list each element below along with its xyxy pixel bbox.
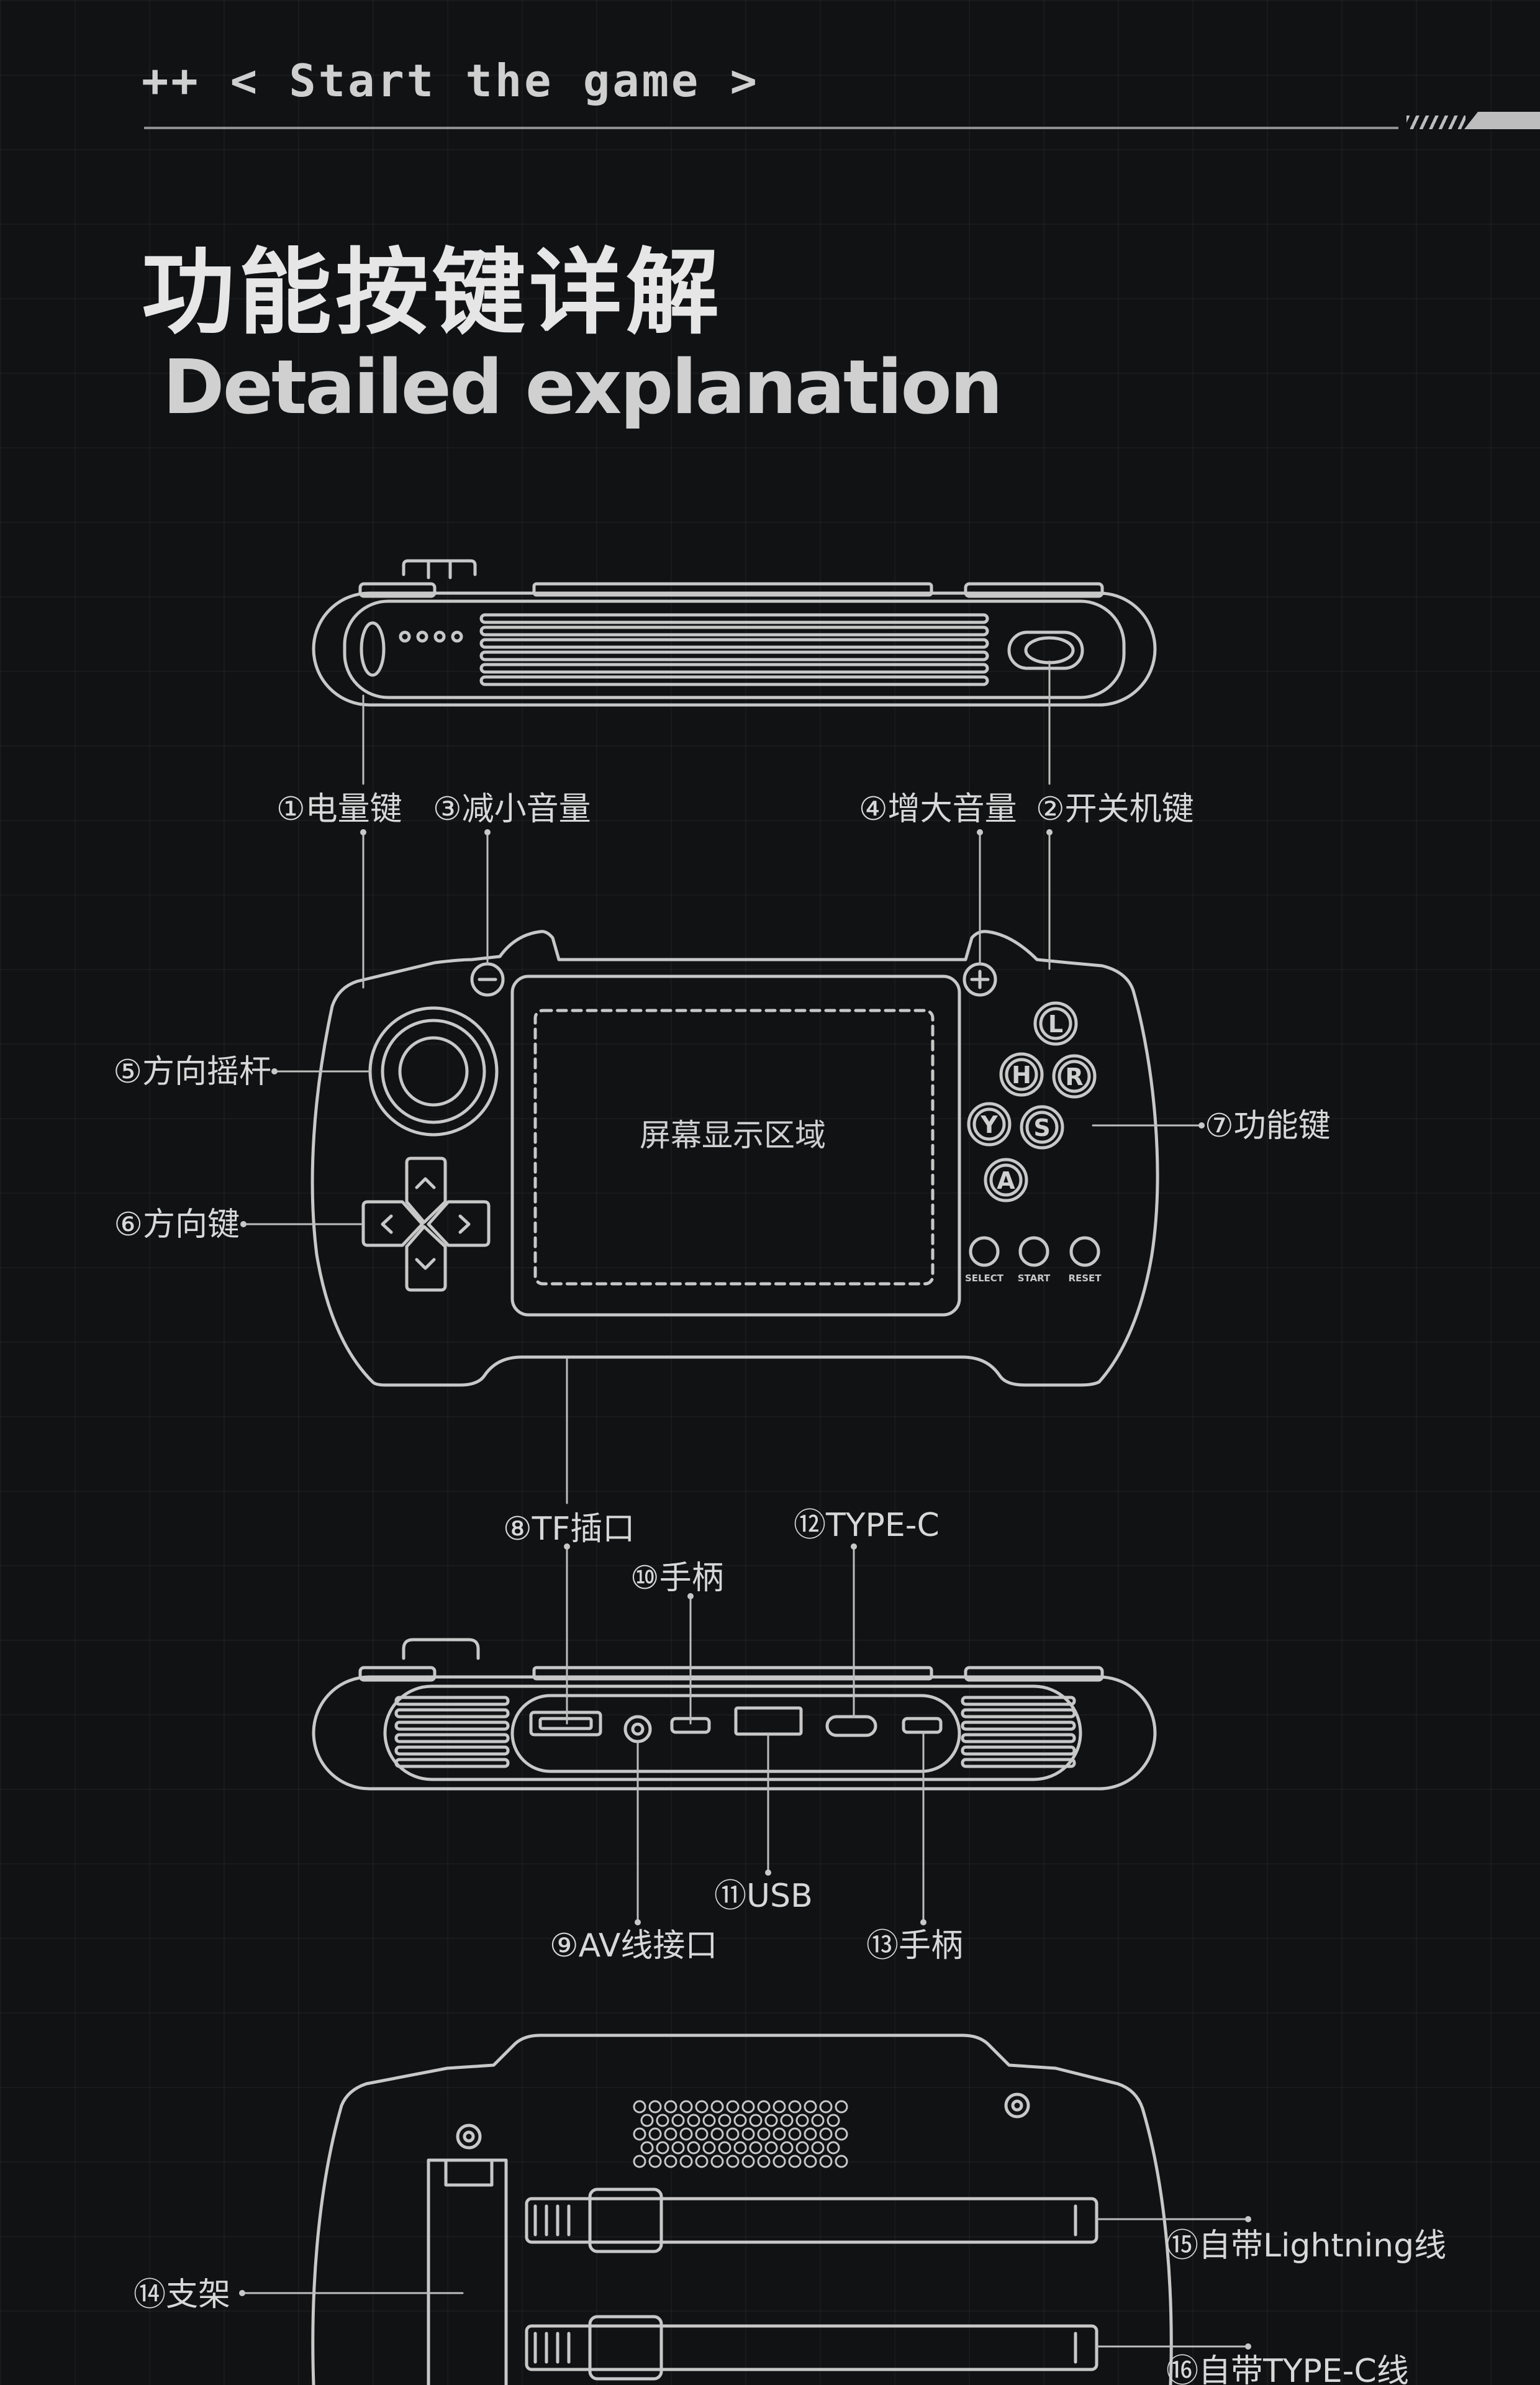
button-h[interactable]: H xyxy=(1012,1061,1031,1089)
front-view xyxy=(310,930,1159,1387)
label-tf-slot: ⑧TF插口 xyxy=(503,1510,635,1548)
start-button-label: START xyxy=(1018,1273,1051,1284)
leader-lines xyxy=(241,660,1249,2348)
label-controller-port-b: ⑬手柄 xyxy=(866,1927,963,1965)
label-power-level-key: ①电量键 xyxy=(276,791,402,828)
label-dpad: ⑥方向键 xyxy=(114,1206,240,1243)
header-divider xyxy=(144,127,1398,129)
top-nav: ++ < Start the game > xyxy=(142,55,759,107)
button-y[interactable]: Y xyxy=(980,1111,998,1138)
label-av-port: ⑨AV线接口 xyxy=(550,1927,717,1965)
face-button-letters: L H R Y S A xyxy=(980,1011,1083,1194)
label-joystick: ⑤方向摇杆 xyxy=(113,1053,271,1091)
reset-button-label: RESET xyxy=(1068,1273,1102,1284)
button-l[interactable]: L xyxy=(1048,1011,1063,1038)
plus-marks: ++ xyxy=(142,55,201,107)
divider-stripes xyxy=(1406,116,1465,129)
button-r[interactable]: R xyxy=(1065,1063,1083,1091)
screen-area-label: 屏幕显示区域 xyxy=(640,1117,826,1153)
label-stand: ⑭支架 xyxy=(134,2276,230,2314)
page-title-cn: 功能按键详解 xyxy=(142,239,723,347)
top-view xyxy=(312,559,1157,707)
label-power-switch: ②开关机键 xyxy=(1036,791,1194,828)
button-s[interactable]: S xyxy=(1033,1114,1050,1142)
select-button-label: SELECT xyxy=(965,1273,1004,1284)
bottom-view xyxy=(312,1638,1157,1791)
start-game-link[interactable]: < Start the game > xyxy=(230,55,759,107)
system-button-labels: SELECT START RESET xyxy=(965,1273,1102,1284)
speaker-grille xyxy=(633,2100,848,2168)
label-function-keys: ⑦功能键 xyxy=(1205,1107,1331,1145)
label-volume-up: ④增大音量 xyxy=(859,791,1017,828)
label-type-c: ⑫TYPE-C xyxy=(794,1507,940,1544)
back-view xyxy=(311,2033,1173,2385)
button-a[interactable]: A xyxy=(997,1167,1015,1194)
label-type-c-cable: ⑯自带TYPE-C线 xyxy=(1166,2353,1409,2385)
leader-dots xyxy=(239,829,1251,2350)
divider-tab xyxy=(1464,112,1540,129)
callout-labels: ①电量键 ③减小音量 ④增大音量 ②开关机键 ⑤方向摇杆 ⑥方向键 ⑦功能键 ⑧… xyxy=(113,791,1446,2385)
label-lightning-cable: ⑮自带Lightning线 xyxy=(1166,2227,1446,2265)
label-controller-port-a: ⑩手柄 xyxy=(630,1560,724,1597)
label-usb: ⑪USB xyxy=(714,1878,813,1915)
label-volume-down: ③减小音量 xyxy=(433,791,591,828)
page-title-en: Detailed explanation xyxy=(163,345,1003,431)
